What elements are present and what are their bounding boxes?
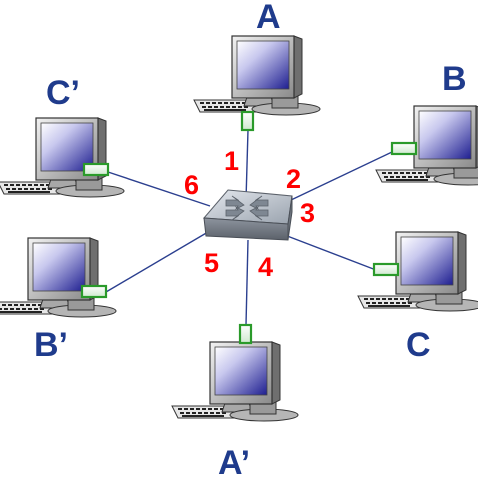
port-label-2: 2: [286, 164, 302, 194]
link-a-prime: [245, 239, 249, 326]
computer-b-prime[interactable]: [0, 237, 117, 318]
port-label-1: 1: [224, 146, 240, 176]
link-b-prime: [105, 231, 209, 293]
port-label-3: 3: [300, 198, 316, 228]
nic-a-prime: [238, 323, 253, 345]
computer-a[interactable]: [193, 35, 321, 132]
host-label-b: B: [442, 60, 467, 98]
host-label-a-prime: A’: [218, 444, 251, 482]
port-label-5: 5: [204, 248, 220, 278]
link-c: [281, 233, 377, 271]
nic-b-prime: [80, 284, 108, 299]
nic-b: [390, 141, 418, 156]
link-c-prime: [107, 171, 211, 207]
switch-icon: [202, 189, 293, 241]
port-label-4: 4: [258, 252, 274, 282]
port-label-6: 6: [184, 170, 200, 200]
computer-c[interactable]: [357, 231, 478, 312]
host-label-c: C: [406, 326, 431, 364]
nic-a: [240, 110, 255, 132]
host-label-c-prime: C’: [46, 74, 80, 112]
link-a: [245, 129, 249, 201]
nic-c: [372, 262, 400, 277]
host-label-b-prime: B’: [34, 326, 68, 364]
computer-b[interactable]: [375, 105, 478, 186]
computer-c-prime[interactable]: [0, 117, 125, 198]
host-label-a: A: [256, 0, 281, 36]
nic-c-prime: [82, 162, 110, 177]
computer-a-prime[interactable]: [171, 323, 299, 422]
